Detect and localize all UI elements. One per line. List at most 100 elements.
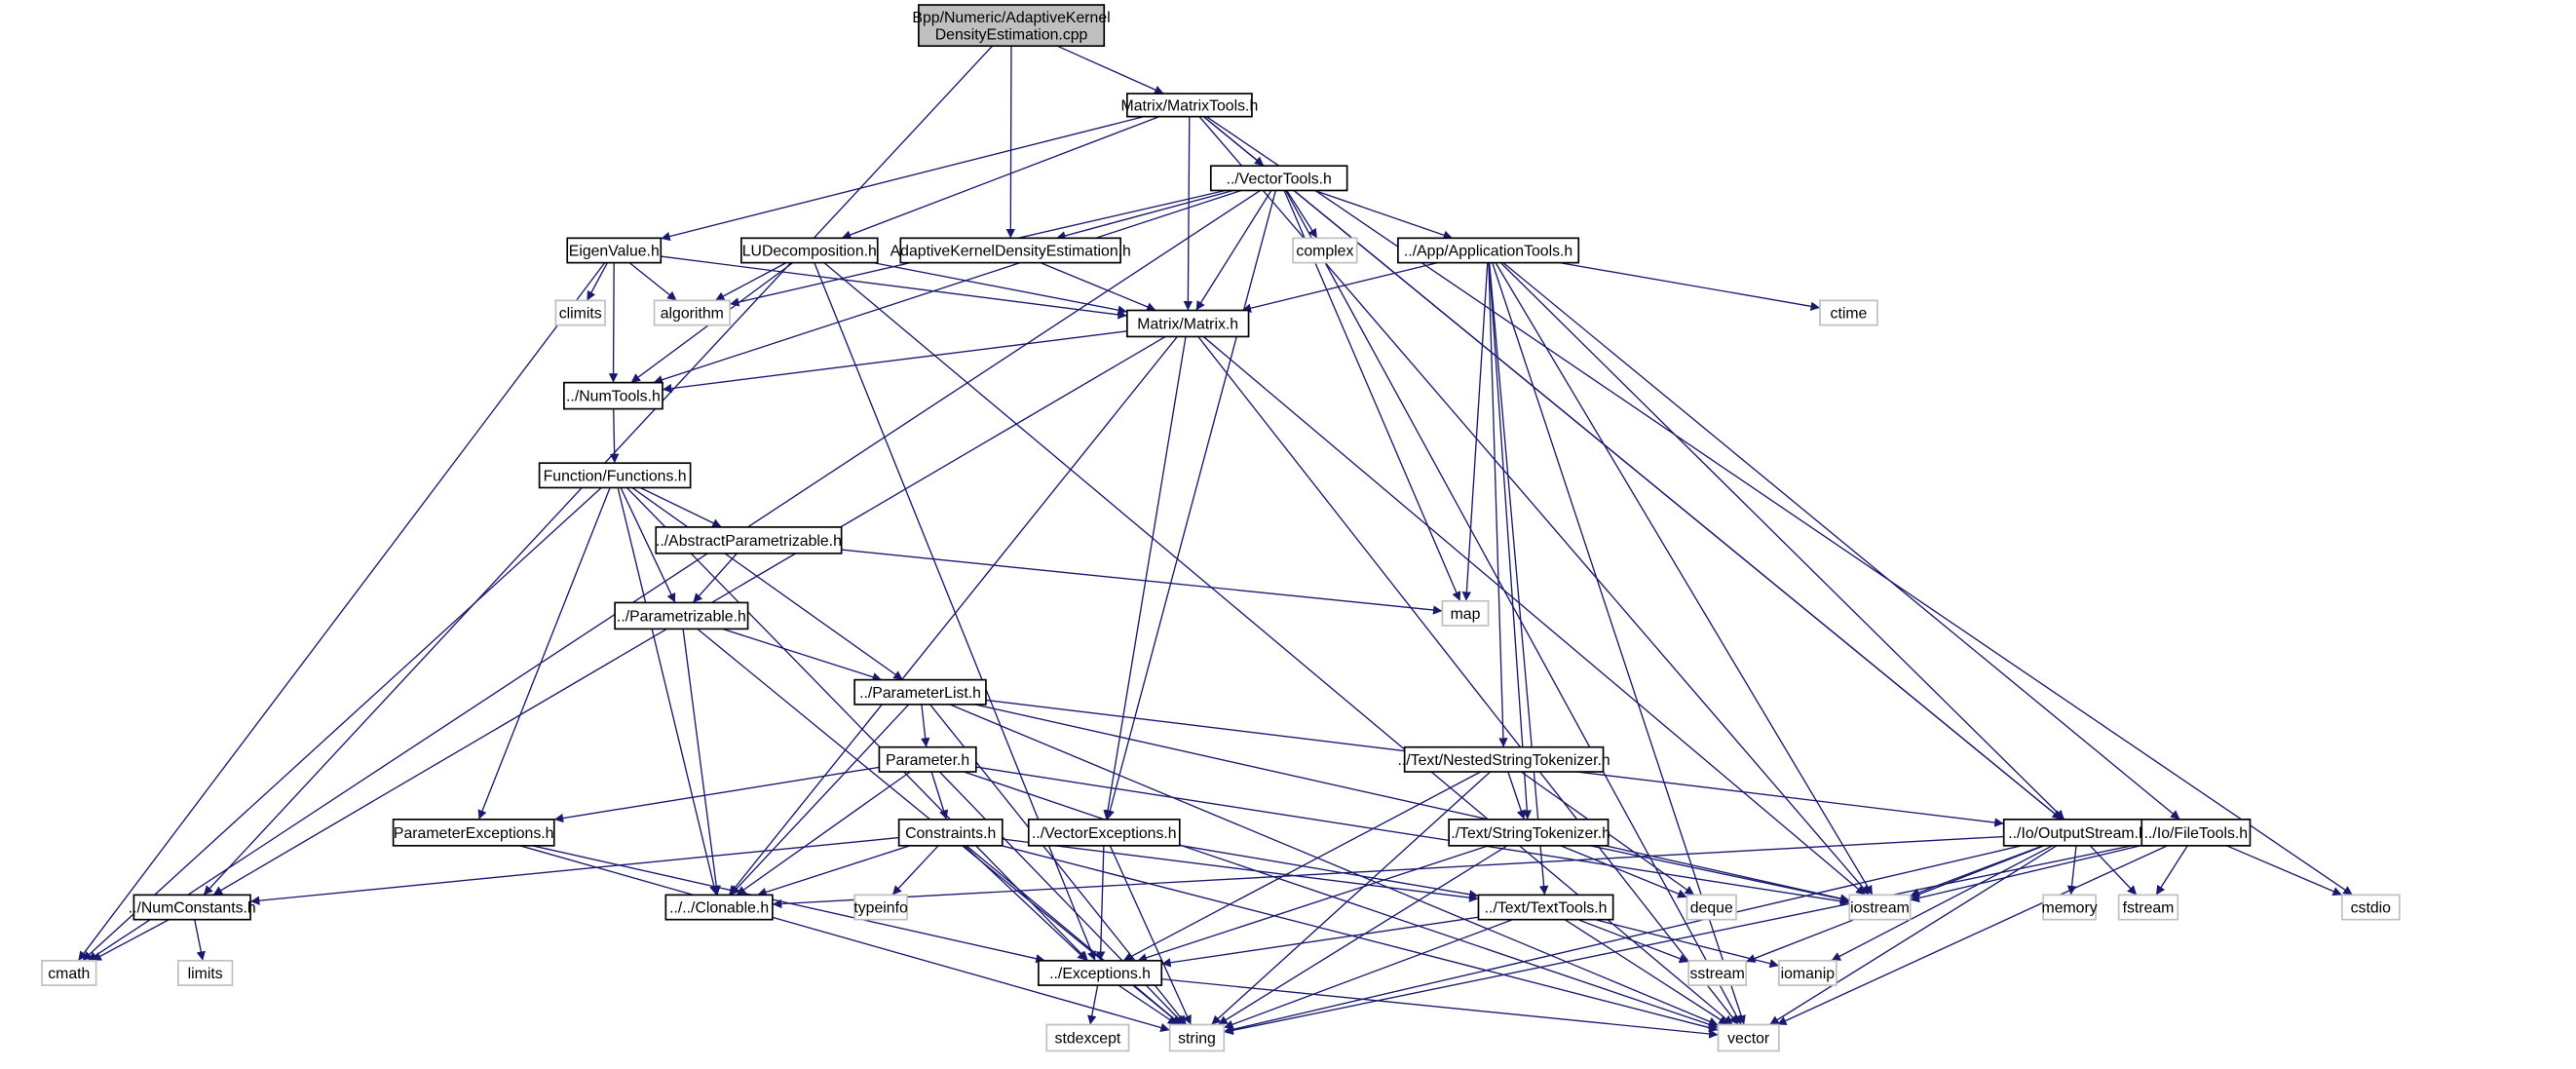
node-stdexcept: stdexcept	[1045, 1023, 1130, 1052]
edge-apptools-to-ctime	[1559, 261, 1821, 311]
edge-vectortools-to-outstream	[1293, 189, 2063, 821]
node-label: complex	[1296, 244, 1353, 260]
node-label: Parameter.h	[886, 752, 969, 769]
node-label: ../Text/TextTools.h	[1485, 900, 1608, 917]
node-matrixtools[interactable]: Matrix/MatrixTools.h	[1121, 93, 1259, 118]
edges-layer	[77, 45, 2354, 1039]
node-label: sstream	[1690, 966, 1745, 982]
node-box	[899, 237, 1121, 264]
edge-apptools-to-outstream	[1499, 262, 2065, 821]
node-label: ../AbstractParametrizable.h	[656, 533, 842, 550]
edge-numtools-to-functions	[609, 408, 620, 464]
node-label: fstream	[2123, 900, 2175, 917]
node-constraints[interactable]: Constraints.h	[897, 819, 1004, 847]
edge-strtok-to-deque	[1560, 845, 1687, 898]
edge-paramlist-to-vector	[949, 704, 1719, 1026]
node-label: climits	[559, 306, 602, 323]
node-apptools[interactable]: ../App/ApplicationTools.h	[1397, 237, 1580, 264]
node-limits: limits	[177, 959, 234, 986]
node-vector: vector	[1717, 1023, 1780, 1052]
node-climits: climits	[554, 299, 606, 326]
node-vectortools[interactable]: ../VectorTools.h	[1209, 165, 1348, 192]
node-box	[2117, 894, 2179, 921]
edge-paramlist-to-clonable	[730, 704, 910, 896]
node-label: string	[1178, 1031, 1216, 1048]
edge-vectortools-to-akde	[1056, 189, 1233, 241]
edge-constraints-to-exceptions	[964, 845, 1088, 962]
node-texttools[interactable]: ../Text/TextTools.h	[1477, 894, 1614, 921]
edge-vectortools-to-cmath	[87, 189, 1261, 962]
edge-akde-to-matrix	[1040, 261, 1156, 312]
edge-matrixtools-to-lu	[841, 116, 1160, 240]
edge-parameter-to-paramexc	[553, 766, 880, 823]
edge-vectortools-to-vecexc	[1105, 190, 1277, 821]
node-label: Function/Functions.h	[544, 468, 687, 484]
node-eigen[interactable]: EigenValue.h	[566, 237, 663, 264]
node-deque: deque	[1686, 894, 1737, 921]
node-paramlist[interactable]: ../ParameterList.h	[853, 678, 987, 706]
node-vecexc[interactable]: ../VectorExceptions.h	[1027, 819, 1181, 847]
node-clonable[interactable]: ../../Clonable.h	[664, 894, 774, 921]
node-map: map	[1441, 599, 1490, 627]
edge-lu-to-matrix	[873, 261, 1127, 315]
node-box	[1848, 894, 1912, 921]
node-label: map	[1451, 606, 1481, 623]
node-label: ../NumTools.h	[566, 389, 661, 405]
edge-strtok-to-exceptions	[1137, 845, 1489, 963]
node-nested[interactable]: ../Text/NestedStringTokenizer.h	[1397, 745, 1610, 773]
edge-constraints-to-clonable	[757, 845, 911, 897]
node-numconst[interactable]: ../NumConstants.h	[129, 894, 256, 921]
node-box	[740, 237, 879, 264]
node-root[interactable]: Bpp/Numeric/AdaptiveKernelDensityEstimat…	[912, 4, 1111, 48]
node-label: Constraints.h	[905, 825, 996, 842]
node-lu[interactable]: LUDecomposition.h	[740, 237, 879, 264]
edge-outstream-to-vector	[1768, 845, 2058, 1026]
node-parameter[interactable]: Parameter.h	[878, 745, 977, 773]
node-box	[1027, 819, 1181, 847]
edge-matrix-to-vecexc	[1103, 336, 1187, 820]
edge-matrix-to-clonable	[728, 336, 1178, 896]
edge-filetools-to-vector	[1776, 845, 2168, 1026]
node-label: Matrix/MatrixTools.h	[1121, 97, 1259, 114]
edge-outstream-to-memory	[2066, 845, 2077, 896]
node-label: Bpp/Numeric/AdaptiveKernel	[912, 10, 1110, 26]
node-strtok[interactable]: ../Text/StringTokenizer.h	[1447, 819, 1610, 847]
edge-vecexc-to-exceptions	[1095, 845, 1106, 961]
edge-root-to-matrixtools	[1056, 45, 1164, 95]
node-label: ../Exceptions.h	[1049, 966, 1151, 982]
node-label: ../Text/StringTokenizer.h	[1447, 825, 1610, 842]
edge-eigen-to-climits	[586, 262, 609, 301]
node-paramexc[interactable]: ParameterExceptions.h	[392, 819, 555, 847]
node-functions[interactable]: Function/Functions.h	[538, 462, 692, 489]
node-label: LUDecomposition.h	[742, 244, 877, 260]
edge-constraints-to-numconst	[249, 836, 899, 905]
node-outstream[interactable]: ../Io/OutputStream.h	[2002, 819, 2153, 847]
node-label: ../Io/OutputStream.h	[2008, 825, 2147, 842]
edge-filetools-to-iostream	[1910, 844, 2142, 903]
node-box	[1441, 599, 1490, 627]
edge-exceptions-to-string	[1118, 984, 1178, 1026]
edge-outstream-to-iomanip	[1831, 845, 2053, 962]
node-box	[1038, 959, 1163, 986]
node-exceptions[interactable]: ../Exceptions.h	[1038, 959, 1163, 986]
node-box	[1292, 237, 1358, 264]
edge-eigen-to-matrix	[661, 255, 1127, 320]
edge-constraints-to-vector	[1001, 845, 1719, 1033]
node-absparam[interactable]: ../AbstractParametrizable.h	[655, 526, 843, 554]
edge-strtok-to-string	[1217, 845, 1508, 1026]
node-box	[1045, 1023, 1130, 1052]
node-matrix[interactable]: Matrix/Matrix.h	[1126, 309, 1250, 338]
node-box	[392, 819, 555, 847]
edge-constraints-to-typeinfo	[891, 845, 939, 896]
edge-eigen-to-algorithm	[628, 262, 677, 301]
node-label: stdexcept	[1055, 1031, 1121, 1048]
node-filetools[interactable]: ../Io/FileTools.h	[2140, 819, 2252, 847]
edge-apptools-to-nested	[1488, 262, 1508, 747]
edge-matrixtools-to-matrix	[1183, 116, 1193, 311]
node-box	[1778, 959, 1837, 986]
node-akde[interactable]: AdaptiveKernelDensityEstimation.h	[890, 237, 1131, 264]
node-numtools[interactable]: ../NumTools.h	[563, 381, 663, 410]
node-param[interactable]: ../Parametrizable.h	[614, 601, 749, 630]
node-complex: complex	[1292, 237, 1358, 264]
edge-matrixtools-to-eigen	[661, 115, 1145, 242]
